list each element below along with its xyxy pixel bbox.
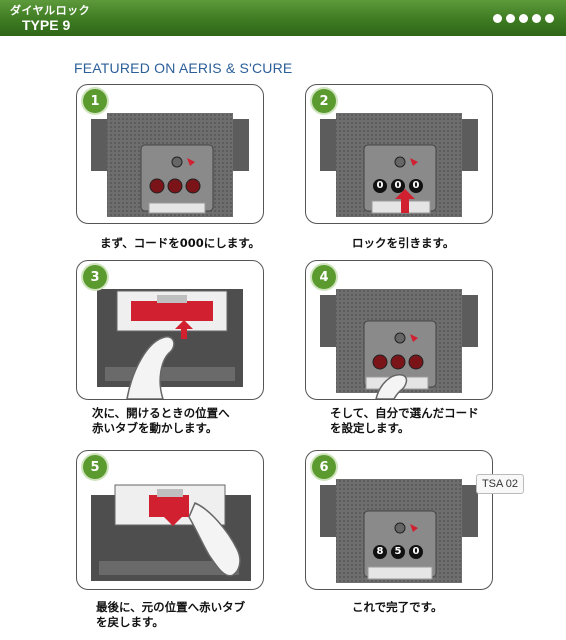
lock-illustration — [97, 289, 243, 399]
caption-line: ロックを引きます。 — [352, 236, 455, 250]
caption-line: 最後に、元の位置へ赤いタブ — [96, 600, 246, 614]
caption-line: そして、自分で選んだコード — [330, 406, 479, 420]
caption-line: を設定します。 — [330, 421, 410, 435]
dot-icon — [506, 14, 515, 23]
step-caption-5: 最後に、元の位置へ赤いタブ を戻します。 — [96, 600, 245, 630]
dial-digit: 0 — [412, 546, 420, 557]
step-number-badge: 1 — [83, 89, 107, 113]
step-panel-3: 3 — [76, 260, 264, 400]
dot-icon — [532, 14, 541, 23]
dot-icon — [545, 14, 554, 23]
dot-icon — [519, 14, 528, 23]
header-title-en: TYPE 9 — [22, 17, 71, 33]
header-bar: ダイヤルロック TYPE 9 — [0, 0, 566, 36]
step-number-badge: 4 — [312, 265, 336, 289]
step-panel-1: 1 — [76, 84, 264, 224]
caption-line: これで完了です。 — [352, 600, 443, 614]
page-subtitle: FEATURED ON AERIS & S'CURE — [74, 60, 293, 76]
step-panel-4: 4 — [305, 260, 493, 400]
step-panel-5: 5 — [76, 450, 264, 590]
step-caption-1: まず、コードを000にします。 — [100, 236, 260, 251]
caption-line: を戻します。 — [96, 615, 164, 629]
step-number-badge: 3 — [83, 265, 107, 289]
step-caption-3: 次に、開けるときの位置へ 赤いタブを動かします。 — [92, 406, 230, 436]
header-dots — [493, 14, 554, 23]
step-number-badge: 5 — [83, 455, 107, 479]
caption-line: 赤いタブを動かします。 — [92, 421, 218, 435]
header-title-jp: ダイヤルロック — [10, 4, 91, 17]
step-number-badge: 6 — [312, 455, 336, 479]
tsa-label: TSA 02 — [476, 474, 524, 494]
lock-illustration — [320, 289, 478, 399]
dot-icon — [493, 14, 502, 23]
lock-illustration — [91, 113, 249, 217]
lock-illustration — [91, 484, 251, 581]
step-number-badge: 2 — [312, 89, 336, 113]
dial-digit: 5 — [394, 546, 402, 557]
step-caption-2: ロックを引きます。 — [352, 236, 454, 251]
caption-line: まず、コードを000にします。 — [100, 236, 261, 250]
step-caption-6: これで完了です。 — [352, 600, 443, 615]
lock-illustration — [320, 479, 478, 583]
step-caption-4: そして、自分で選んだコード を設定します。 — [330, 406, 479, 436]
lock-illustration — [320, 113, 478, 217]
dial-digit: 8 — [376, 546, 384, 557]
step-panel-6: 8 5 0 6 — [305, 450, 493, 590]
dial-digit: 0 — [412, 180, 420, 191]
dial-digit: 0 — [394, 180, 402, 191]
caption-line: 次に、開けるときの位置へ — [92, 406, 230, 420]
step-panel-2: 0 0 0 2 — [305, 84, 493, 224]
dial-digit: 0 — [376, 180, 384, 191]
